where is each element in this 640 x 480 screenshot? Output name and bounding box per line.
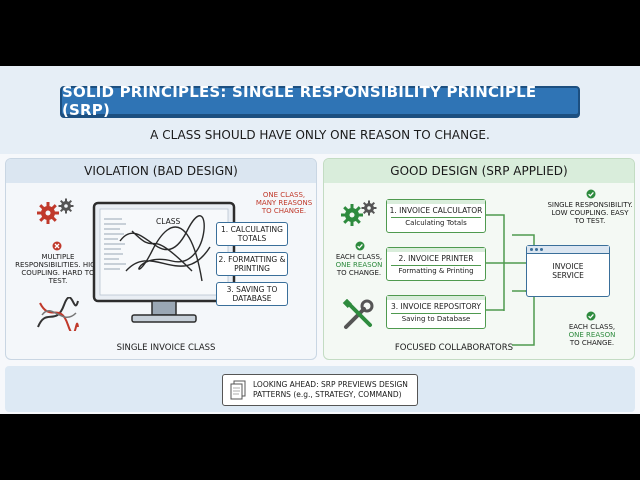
good-design-heading: GOOD DESIGN (SRP APPLIED) — [324, 159, 634, 183]
class-card-printer: 2. INVOICE PRINTER Formatting & Printing — [386, 247, 486, 281]
good-left-note: EACH CLASS, ONE REASON TO CHANGE. — [328, 253, 390, 277]
left-check-icon — [355, 241, 365, 251]
good-design-panel: GOOD DESIGN (SRP APPLIED) — [323, 158, 635, 360]
violation-side-note: MULTIPLE RESPONSIBILITIES. HIGH COUPLING… — [15, 253, 101, 285]
class-card-calculator-desc: Calculating Totals — [391, 217, 481, 228]
document-stack-icon — [230, 380, 246, 400]
tangled-wires-icon — [37, 297, 79, 331]
window-titlebar — [527, 246, 609, 254]
window-dot-icon — [535, 248, 538, 251]
slide: SOLID PRINCIPLES: SINGLE RESPONSIBILITY … — [0, 66, 640, 414]
title-banner: SOLID PRINCIPLES: SINGLE RESPONSIBILITY … — [60, 83, 580, 119]
invoice-service-window: INVOICE SERVICE — [526, 245, 610, 297]
class-card-calculator: 1. INVOICE CALCULATOR Calculating Totals — [386, 199, 486, 233]
class-card-repository-name: 3. INVOICE REPOSITORY — [391, 302, 481, 311]
tools-icon — [342, 299, 374, 329]
class-card-repository: 3. INVOICE REPOSITORY Saving to Database — [386, 295, 486, 329]
responsibility-box-1: 1. CALCULATING TOTALS — [216, 222, 288, 246]
responsibility-box-3: 3. SAVING TO DATABASE — [216, 282, 288, 306]
page-title: SOLID PRINCIPLES: SINGLE RESPONSIBILITY … — [62, 83, 537, 119]
good-top-note: SINGLE RESPONSIBILITY. LOW COUPLING. EAS… — [547, 201, 633, 225]
footer-text: LOOKING AHEAD: SRP PREVIEWS DESIGN PATTE… — [253, 380, 408, 399]
good-left-note-a: EACH CLASS, — [335, 253, 383, 261]
class-card-repository-desc: Saving to Database — [391, 313, 481, 324]
class-label: CLASS — [154, 217, 183, 226]
connector-elbows — [486, 214, 526, 311]
window-dot-icon — [530, 248, 533, 251]
gears-icon — [37, 198, 74, 224]
responsibility-box-2: 2. FORMATTING & PRINTING — [216, 252, 288, 276]
window-dot-icon — [540, 248, 543, 251]
violation-caption: SINGLE INVOICE CLASS — [116, 343, 216, 353]
class-card-printer-desc: Formatting & Printing — [391, 265, 481, 276]
top-check-icon — [586, 189, 596, 199]
subtitle: A CLASS SHOULD HAVE ONLY ONE REASON TO C… — [150, 128, 490, 142]
good-left-note-b: ONE REASON — [335, 261, 383, 269]
good-bottom-note-b: ONE REASON — [568, 331, 616, 339]
violation-warning-note: ONE CLASS, MANY REASONS TO CHANGE. — [255, 191, 313, 215]
good-caption: FOCUSED COLLABORATORS — [394, 343, 514, 353]
green-gears-icon — [341, 200, 377, 226]
good-bottom-note-a: EACH CLASS, — [568, 323, 616, 331]
good-left-note-c: TO CHANGE. — [336, 269, 382, 277]
violation-panel: VIOLATION (BAD DESIGN) — [5, 158, 317, 360]
footer-callout: LOOKING AHEAD: SRP PREVIEWS DESIGN PATTE… — [222, 374, 418, 406]
class-card-calculator-name: 1. INVOICE CALCULATOR — [389, 206, 483, 215]
bottom-check-icon — [586, 311, 596, 321]
error-icon — [52, 241, 62, 251]
class-card-printer-name: 2. INVOICE PRINTER — [398, 254, 474, 263]
violation-heading: VIOLATION (BAD DESIGN) — [6, 159, 316, 183]
good-bottom-note-c: TO CHANGE. — [569, 339, 615, 347]
good-bottom-note: EACH CLASS, ONE REASON TO CHANGE. — [558, 323, 626, 347]
invoice-service-label: INVOICE SERVICE — [552, 262, 584, 280]
